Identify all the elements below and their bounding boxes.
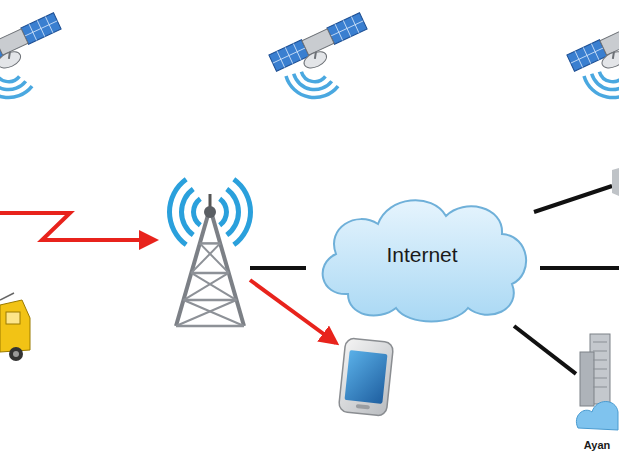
network-link bbox=[514, 326, 576, 374]
server-icon bbox=[576, 328, 618, 452]
cell-tower bbox=[167, 177, 253, 326]
wired-link bbox=[540, 266, 619, 270]
satellite-icon bbox=[269, 13, 386, 112]
internet-cloud: Internet bbox=[308, 184, 536, 326]
wired-link bbox=[250, 266, 306, 270]
wired-link bbox=[534, 186, 612, 212]
device-icon bbox=[612, 168, 619, 196]
satellite-icon bbox=[0, 13, 80, 112]
satellite-icon bbox=[567, 13, 619, 112]
vehicle-icon bbox=[0, 293, 30, 361]
cloud-label: Internet bbox=[386, 243, 457, 267]
wireless-link bbox=[0, 213, 155, 240]
satellites bbox=[0, 13, 619, 112]
server-label: Ayan bbox=[584, 439, 611, 452]
server-cloud: Ayan bbox=[576, 328, 618, 452]
wireless-link bbox=[250, 280, 336, 343]
smartphone-icon bbox=[338, 338, 393, 417]
